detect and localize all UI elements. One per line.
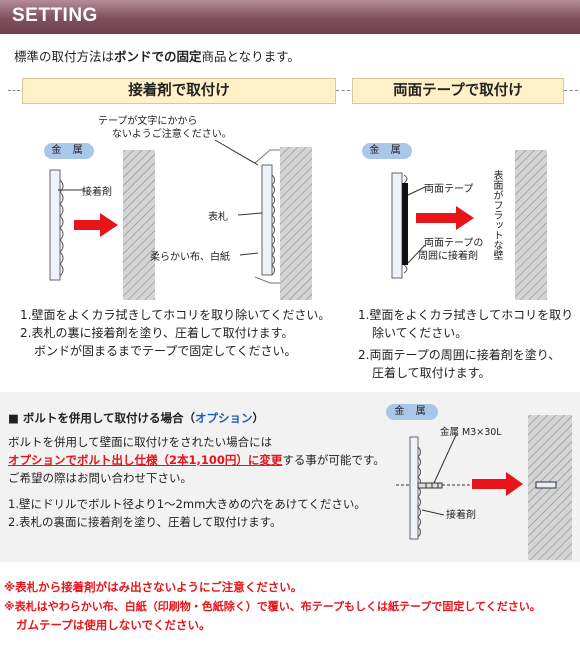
callout-line (421, 509, 445, 516)
name-plate (409, 436, 419, 540)
bolt-line-2: オプションでボルト出し仕様（2本1,100円）に変更する事が可能です。 (8, 452, 385, 468)
tape-step-2: 2.両面テープの周囲に接着剤を塗り、 (358, 348, 561, 362)
plate-label: 表札 (208, 212, 228, 223)
bolt-section-title: ■ ボルトを併用して取付ける場合（オプション） (8, 410, 264, 426)
intro-before: 標準の取付方法は (14, 49, 115, 64)
divider (8, 90, 20, 91)
tape-diagram (391, 150, 547, 300)
flat-wall-note: 表面がフラットな壁 (491, 170, 502, 260)
adhesive-step-3: ボンドが固まるまでテープで固定してください。 (34, 344, 297, 358)
bolt-step-2: 2.表札の裏面に接着剤を塗り、圧着して取付けます。 (8, 515, 282, 529)
wall (123, 150, 155, 300)
adhesive-diagram (49, 139, 312, 300)
adhesive-step-2: 2.表札の裏に接着剤を塗り、圧着して取付けます。 (20, 326, 294, 340)
arrow-head (100, 213, 118, 237)
bolt-title-option: オプション (195, 411, 253, 425)
bolt-step-1: 1.壁にドリルでボルト径より1～2mm大きめの穴をあけてください。 (8, 497, 366, 511)
bolt-line-1: ボルトを併用して壁面に取付けをされたい場合には (8, 435, 273, 449)
adhesive-wave (271, 174, 275, 276)
note-3: ガムテープは使用しないでください。 (16, 618, 211, 632)
arrow-head (506, 472, 523, 496)
tape-adhesive-label: 周囲に接着剤 (418, 251, 478, 262)
tape (254, 149, 280, 164)
tape-step-2b: 圧着して取付けます。 (372, 366, 491, 380)
adhesive-section-title: 接着剤で取付け (22, 78, 336, 104)
double-tape-label: 両面テープ (424, 184, 474, 195)
note-2: ※表札はやわらかい布、白紙（印刷物・色紙除く）で覆い、布テープもしくは紙テープで… (4, 600, 541, 613)
callout-line (214, 139, 259, 166)
bolt-adhesive-label: 接着剤 (446, 510, 476, 521)
arrow (74, 220, 102, 230)
header-title: SETTING (12, 5, 98, 26)
bolt-section (0, 392, 580, 562)
wall (515, 150, 547, 300)
bolt-hole (535, 481, 557, 489)
bolt-label: 金属 M3×30L (440, 427, 502, 438)
bolt-title-suffix: ） (252, 411, 265, 425)
divider (564, 90, 578, 91)
arrow (472, 479, 508, 489)
metal-label: 金 属 (44, 143, 94, 159)
tape-adhesive-label: 両面テープの (424, 238, 484, 249)
wall (280, 147, 312, 300)
cloth-label: 柔らかい布、白紙 (150, 252, 230, 263)
arrow (416, 213, 458, 223)
callout-line (407, 244, 426, 264)
header-bar (0, 0, 580, 34)
adhesive-wave (417, 446, 421, 538)
bolt-line-3: ご希望の際はお問い合わせ下さい。 (8, 471, 192, 485)
intro-after: 商品となります。 (201, 49, 300, 64)
note-1: ※表札から接着剤がはみ出さないようにご注意ください。 (4, 580, 303, 594)
name-plate (391, 172, 403, 279)
callout-line (433, 434, 457, 484)
intro-text: 標準の取付方法はボンドでの固定商品となります。 (14, 46, 300, 65)
tape-note: ないようご注意ください。 (112, 129, 232, 140)
tape-note: テープが文字にかから (98, 116, 198, 127)
tape (254, 276, 280, 284)
bolt-option-highlight: オプションでボルト出し仕様（2本1,100円）に変更 (8, 453, 283, 467)
callout-line (237, 212, 263, 216)
tape-step-1: 1.壁面をよくカラ拭きしてホコリを取り (358, 308, 574, 322)
metal-label: 金 属 (362, 143, 412, 159)
tape-step-1b: 除いてください。 (372, 326, 468, 340)
intro-bold: ボンドでの固定 (114, 49, 202, 64)
name-plate (261, 164, 273, 276)
metal-label: 金 属 (386, 404, 438, 420)
arrow-head (456, 206, 474, 230)
callout-line (239, 252, 259, 256)
bolt-line-2-rest: する事が可能です。 (282, 453, 385, 467)
callout-line (407, 186, 426, 196)
adhesive-wave (59, 179, 64, 277)
name-plate (49, 169, 61, 281)
double-tape (402, 183, 408, 265)
adhesive-label: 接着剤 (82, 187, 112, 198)
bolt-title-prefix: ■ ボルトを併用して取付ける場合（ (8, 411, 196, 425)
adhesive-step-1: 1.壁面をよくカラ拭きしてホコリを取り除いてください。 (20, 308, 331, 322)
tape-section-title: 両面テープで取付け (352, 78, 564, 104)
divider (336, 90, 350, 91)
adhesive-wave (403, 174, 408, 274)
bolt-diagram (396, 415, 572, 560)
